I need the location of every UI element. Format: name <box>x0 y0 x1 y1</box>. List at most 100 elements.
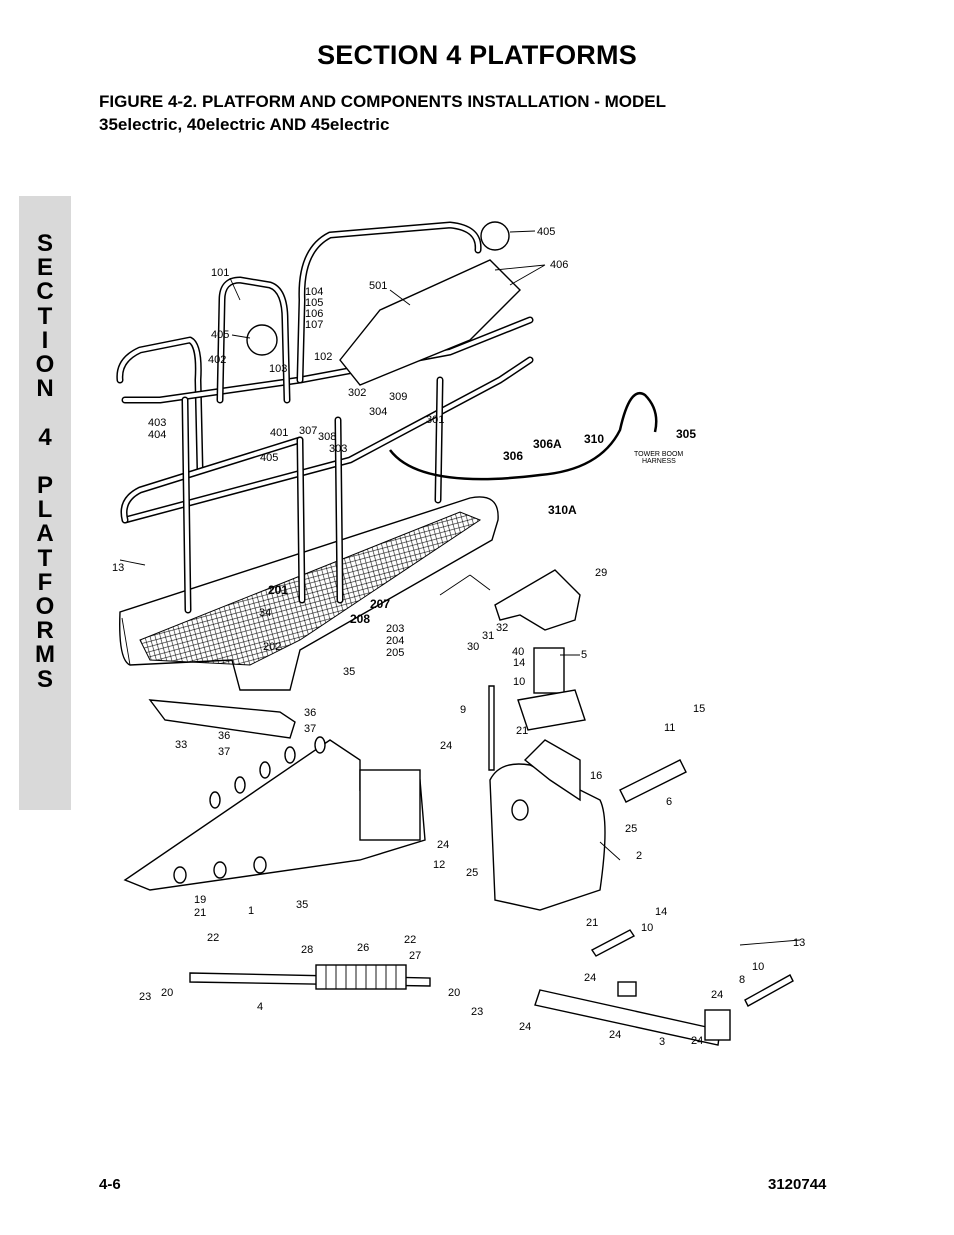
side-tab-letter: E <box>36 254 53 282</box>
callout: 31 <box>482 630 494 642</box>
figure-caption-line2: 35electric, 40electric AND 45electric <box>99 115 390 134</box>
callout: 6 <box>666 796 672 808</box>
document-number: 3120744 <box>768 1176 827 1193</box>
side-tab-letter: A <box>36 520 54 548</box>
callout: 25 <box>625 823 637 835</box>
callout: 306 <box>503 449 523 463</box>
callout: 4 <box>257 1001 263 1013</box>
callout: 35 <box>296 899 308 911</box>
callout: 20 <box>448 987 460 999</box>
callout: 101 <box>211 267 229 279</box>
side-tab-letter: N <box>36 375 54 403</box>
callout: 102 <box>314 351 332 363</box>
side-tab-letter: C <box>36 278 54 306</box>
callout: 1 <box>248 905 254 917</box>
callout: 204 <box>386 635 404 647</box>
side-tab-letter: I <box>41 326 49 354</box>
rotator-and-support-parts <box>123 569 794 1046</box>
callout: 310A <box>548 503 577 517</box>
callout: 306A <box>533 437 562 451</box>
callout: 208 <box>350 612 370 626</box>
callout: 10 <box>752 961 764 973</box>
callout: 401 <box>270 427 288 439</box>
callout: 14 <box>655 906 667 918</box>
callout: 24 <box>711 989 723 1001</box>
side-tab-letter: S <box>36 665 53 693</box>
callout: 104 <box>305 286 323 298</box>
callout: 405 <box>537 226 555 238</box>
figure-caption-line1: FIGURE 4-2. PLATFORM AND COMPONENTS INST… <box>99 92 666 111</box>
callout: 24 <box>584 972 596 984</box>
section-side-tab: S E C T I O N 4 P L A T F O R M S <box>19 196 71 810</box>
callout: 19 <box>194 894 206 906</box>
callout: 21 <box>194 907 206 919</box>
side-tab-letter: R <box>36 617 54 645</box>
callout: 103 <box>269 363 287 375</box>
callout: 34 <box>259 607 271 619</box>
callout: 22 <box>207 932 219 944</box>
side-tab-letter: O <box>35 593 55 621</box>
callout: 405 <box>260 452 278 464</box>
callout: 33 <box>175 739 187 751</box>
callout: 308 <box>318 431 336 443</box>
callout: 26 <box>357 942 369 954</box>
callout: 35 <box>343 666 355 678</box>
figure-caption: FIGURE 4-2. PLATFORM AND COMPONENTS INST… <box>99 90 859 136</box>
side-tab-letter: S <box>36 230 53 257</box>
callout: 22 <box>404 934 416 946</box>
callout-labels: 405 406 101 501 104 105 106 107 405 102 … <box>112 226 805 1048</box>
callout: 24 <box>691 1035 703 1047</box>
side-tab-letter: O <box>35 351 55 379</box>
callout: 36 <box>304 707 316 719</box>
callout: 304 <box>369 406 387 418</box>
callout: 205 <box>386 647 404 659</box>
callout: 13 <box>112 562 124 574</box>
callout: 107 <box>305 319 323 331</box>
callout: 27 <box>409 950 421 962</box>
callout: 404 <box>148 429 166 441</box>
callout-note: HARNESS <box>642 458 676 465</box>
callout: 202 <box>263 641 281 653</box>
callout: 301 <box>426 414 444 426</box>
callout: 10 <box>513 676 525 688</box>
callout: 15 <box>693 703 705 715</box>
side-tab-letter: T <box>37 544 53 572</box>
callout: 21 <box>516 725 528 737</box>
callout: 501 <box>369 280 387 292</box>
side-tab-letter: F <box>37 568 53 596</box>
callout: 10 <box>641 922 653 934</box>
callout: 29 <box>595 567 607 579</box>
callout: 24 <box>437 839 449 851</box>
callout: 9 <box>460 704 466 716</box>
callout: 21 <box>586 917 598 929</box>
callout: 207 <box>370 597 390 611</box>
callout-leaders <box>119 230 801 946</box>
callout: 24 <box>519 1021 531 1033</box>
callout: 302 <box>348 387 366 399</box>
callout: 23 <box>471 1006 483 1018</box>
section-title: SECTION 4 PLATFORMS <box>317 40 637 70</box>
callout: 13 <box>793 937 805 949</box>
side-tab-letter: 4 <box>38 423 52 451</box>
callout: 5 <box>581 649 587 661</box>
page-number: 4-6 <box>99 1176 121 1193</box>
callout: 12 <box>433 859 445 871</box>
callout: 8 <box>739 974 745 986</box>
callout: 310 <box>584 432 604 446</box>
callout: 20 <box>161 987 173 999</box>
callout: 406 <box>550 259 568 271</box>
callout: 106 <box>305 308 323 320</box>
callout: 3 <box>659 1036 665 1048</box>
callout: 402 <box>208 354 226 366</box>
callout: 37 <box>218 746 230 758</box>
callout: 36 <box>218 730 230 742</box>
callout-note: TOWER BOOM <box>634 451 683 458</box>
callout: 309 <box>389 391 407 403</box>
callout: 28 <box>301 944 313 956</box>
callout: 23 <box>139 991 151 1003</box>
callout: 24 <box>609 1029 621 1041</box>
callout: 24 <box>440 740 452 752</box>
side-tab-letter: M <box>35 641 55 669</box>
side-tab-letter: P <box>36 472 53 500</box>
callout: 11 <box>664 722 675 734</box>
